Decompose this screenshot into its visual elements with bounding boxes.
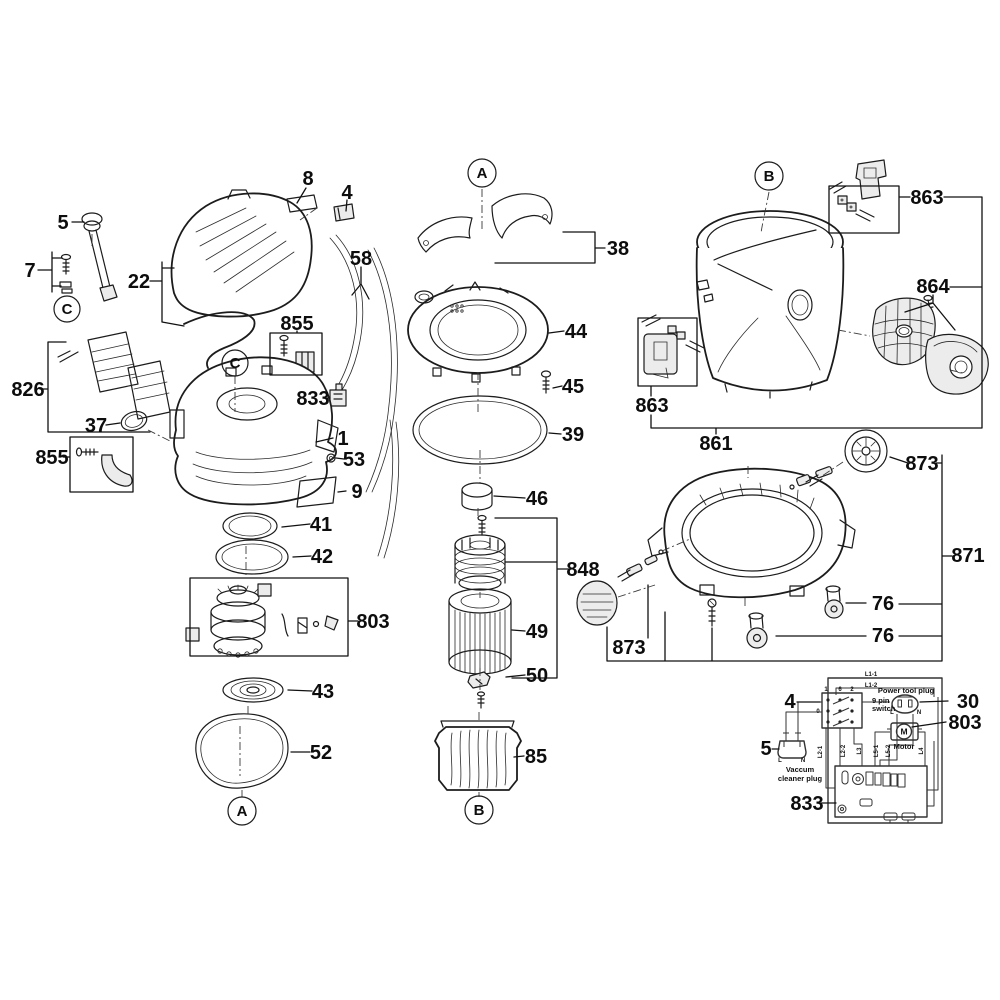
switch-pin-6: 6 xyxy=(838,687,842,693)
wiring-diagram: L1-1 L1-2 1 6 2 0 9 pin switch Power too… xyxy=(777,672,943,824)
callout-38: 38 xyxy=(607,238,629,260)
callout-43: 43 xyxy=(312,681,334,703)
vacuum-plug-terminal-n: N xyxy=(801,758,805,764)
callout-50: 50 xyxy=(526,665,548,687)
callout-41: 41 xyxy=(310,514,332,536)
svg-text:B: B xyxy=(474,802,485,819)
callout-labels: 8 4 5 7 C 22 58 855 C 833 826 37 855 1 5… xyxy=(11,158,985,826)
switch-pin-2: 2 xyxy=(850,687,854,693)
callout-863-top: 863 xyxy=(910,187,943,209)
callout-833-wiring: 833 xyxy=(790,793,823,815)
section-marker-b-center: B xyxy=(464,795,494,825)
section-marker-a-center: A xyxy=(467,158,497,188)
callout-85: 85 xyxy=(525,746,547,768)
svg-text:A: A xyxy=(477,165,488,182)
switch-caption-line2: switch xyxy=(872,704,896,713)
callout-4-wiring: 4 xyxy=(784,691,796,713)
switch-caption-line1: 9 pin xyxy=(872,696,890,705)
callout-42: 42 xyxy=(311,546,333,568)
callout-861: 861 xyxy=(699,433,732,455)
callout-855-lower: 855 xyxy=(35,447,68,469)
section-marker-a-left: A xyxy=(227,796,257,826)
callout-76-lower: 76 xyxy=(872,625,894,647)
filter-assembly-group xyxy=(407,193,553,791)
power-plug-terminal-n: N xyxy=(917,710,921,716)
callout-864: 864 xyxy=(916,276,950,298)
callout-44: 44 xyxy=(565,321,588,343)
callout-873-knob: 873 xyxy=(612,637,645,659)
wire-label-l5-2: L5-2 xyxy=(886,744,892,757)
svg-text:A: A xyxy=(237,803,248,820)
callout-863-left: 863 xyxy=(635,395,668,417)
callout-45: 45 xyxy=(562,376,584,398)
section-marker-c2: C xyxy=(221,349,249,377)
callout-22: 22 xyxy=(128,271,150,293)
callout-873-wheel: 873 xyxy=(905,453,938,475)
callout-53: 53 xyxy=(343,449,365,471)
wire-label-l2-2: L2-2 xyxy=(841,744,847,757)
callout-lines xyxy=(37,185,983,804)
axis-guide-lines xyxy=(91,189,964,797)
motor-symbol: M xyxy=(900,727,907,737)
svg-text:C: C xyxy=(62,301,73,318)
wire-label-l4: L4 xyxy=(919,747,925,755)
bus-label-l1-2: L1-2 xyxy=(865,683,878,689)
vacuum-plug-terminal-l: L xyxy=(778,758,782,764)
wire-label-l2-1: L2-1 xyxy=(818,745,824,758)
svg-text:B: B xyxy=(764,168,775,185)
wire-label-l3: L3 xyxy=(857,747,863,755)
callout-7: 7 xyxy=(24,260,35,282)
callout-8: 8 xyxy=(302,168,313,190)
callout-855-upper: 855 xyxy=(280,313,313,335)
callout-4: 4 xyxy=(341,182,353,204)
callout-58: 58 xyxy=(350,248,372,270)
section-marker-c1: C xyxy=(53,295,81,323)
callout-5: 5 xyxy=(57,212,68,234)
section-marker-b-right: B xyxy=(754,161,784,191)
svg-text:C: C xyxy=(230,355,241,372)
callout-46: 46 xyxy=(526,488,548,510)
bus-label-l1-1: L1-1 xyxy=(865,672,878,678)
callout-76-upper: 76 xyxy=(872,593,894,615)
callout-848: 848 xyxy=(566,559,599,581)
switch-pin-0: 0 xyxy=(816,709,820,715)
vacuum-plug-caption-line1: Vaccum xyxy=(786,765,815,774)
callout-39: 39 xyxy=(562,424,584,446)
chassis-group xyxy=(576,429,888,649)
callout-49: 49 xyxy=(526,621,548,643)
callout-803: 803 xyxy=(356,611,389,633)
callout-37: 37 xyxy=(85,415,107,437)
callout-5-wiring: 5 xyxy=(760,738,771,760)
callout-30-wiring: 30 xyxy=(957,691,979,713)
callout-52: 52 xyxy=(310,742,332,764)
callout-1: 1 xyxy=(337,428,348,450)
callout-871: 871 xyxy=(951,545,984,567)
vacuum-plug-caption-line2: cleaner plug xyxy=(778,774,823,783)
switch-pin-1: 1 xyxy=(824,687,828,693)
power-tool-plug-caption: Power tool plug xyxy=(878,686,935,695)
motor-caption: Motor xyxy=(894,742,915,751)
motor-head-group xyxy=(57,189,400,789)
callout-803-wiring: 803 xyxy=(948,712,981,734)
callout-826: 826 xyxy=(11,379,44,401)
callout-833-left: 833 xyxy=(296,388,329,410)
power-plug-terminal-l: L xyxy=(890,710,894,716)
wire-label-l5-1: L5-1 xyxy=(874,744,880,757)
tank-group xyxy=(641,159,989,399)
callout-9: 9 xyxy=(351,481,362,503)
